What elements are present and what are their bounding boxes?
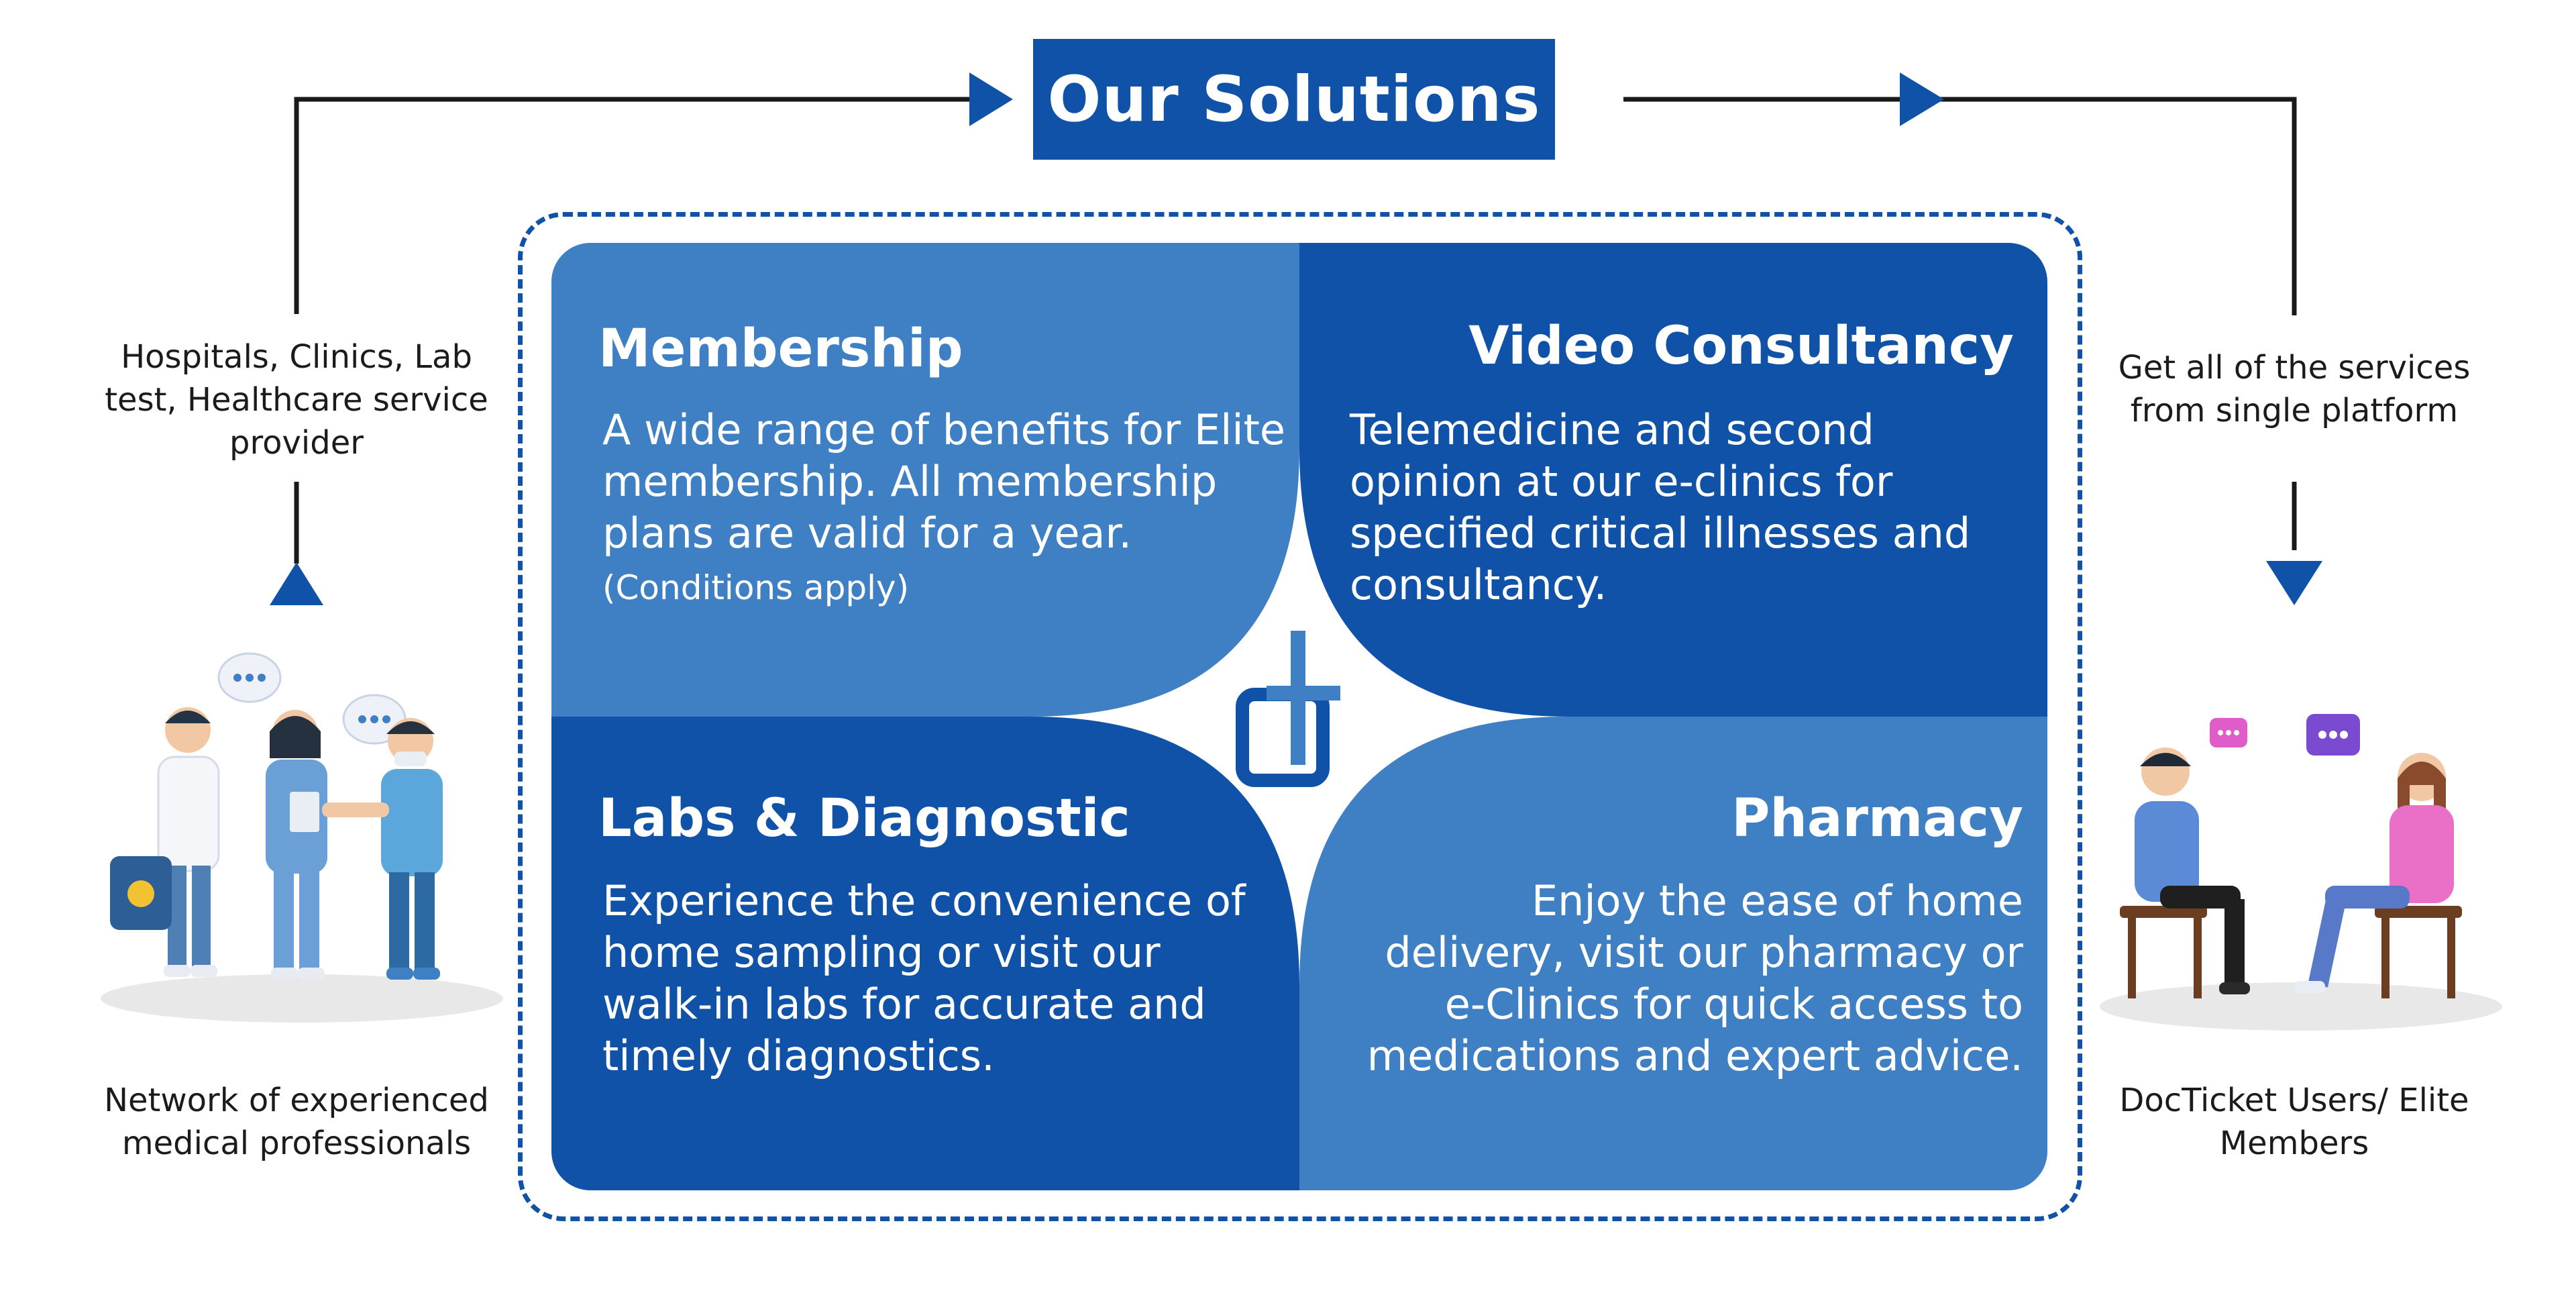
video-text: Telemedicine and second opinion at our e… [1350, 405, 1971, 609]
membership-text: A wide range of benefits for Elite membe… [602, 404, 1293, 614]
chat-bubble-icon-3 [2210, 718, 2247, 747]
pharmacy-title: Pharmacy [1731, 788, 2023, 849]
membership-note: (Conditions apply) [602, 568, 910, 607]
users-illustration [2100, 714, 2502, 1031]
chat-bubble-icon [217, 652, 282, 703]
quadrant-pharmacy-bg [1299, 717, 2047, 1190]
quadrant-video-bg [1299, 243, 2047, 717]
solutions-frame [518, 212, 2082, 1221]
providers-label: Hospitals, Clinics, Lab test, Healthcare… [105, 338, 488, 462]
platform-label: Get all of the services from single plat… [2118, 349, 2471, 429]
labs-title: Labs & Diagnostic [598, 788, 1130, 849]
arrow-down-icon [2266, 561, 2322, 605]
arrow-up-icon [270, 562, 323, 605]
medical-team-illustration [101, 652, 503, 1023]
users-label: DocTicket Users/ Elite Members [2119, 1082, 2469, 1162]
quadrant-labs-bg [551, 717, 1299, 1190]
professionals-label: Network of experienced medical professio… [104, 1082, 489, 1162]
membership-description: A wide range of benefits for Elite membe… [602, 405, 1286, 558]
pharmacy-text: Enjoy the ease of home delivery, visit o… [1366, 876, 2023, 1080]
membership-title: Membership [598, 319, 963, 379]
docticket-logo-icon [1236, 631, 1340, 787]
labs-text: Experience the convenience of home sampl… [602, 876, 1246, 1080]
chat-bubble-icon-4 [2306, 714, 2360, 756]
quadrant-membership-bg [551, 243, 1299, 717]
arrow-right-icon [969, 72, 1013, 126]
video-title: Video Consultancy [1468, 316, 2014, 376]
solutions-panel: Membership A wide range of benefits for … [551, 243, 2047, 1190]
left-connector-line [294, 97, 969, 314]
right-connector-line [1623, 97, 2297, 315]
page-title: Our Solutions [1033, 39, 1555, 160]
arrow-right-icon-2 [1900, 72, 1944, 126]
